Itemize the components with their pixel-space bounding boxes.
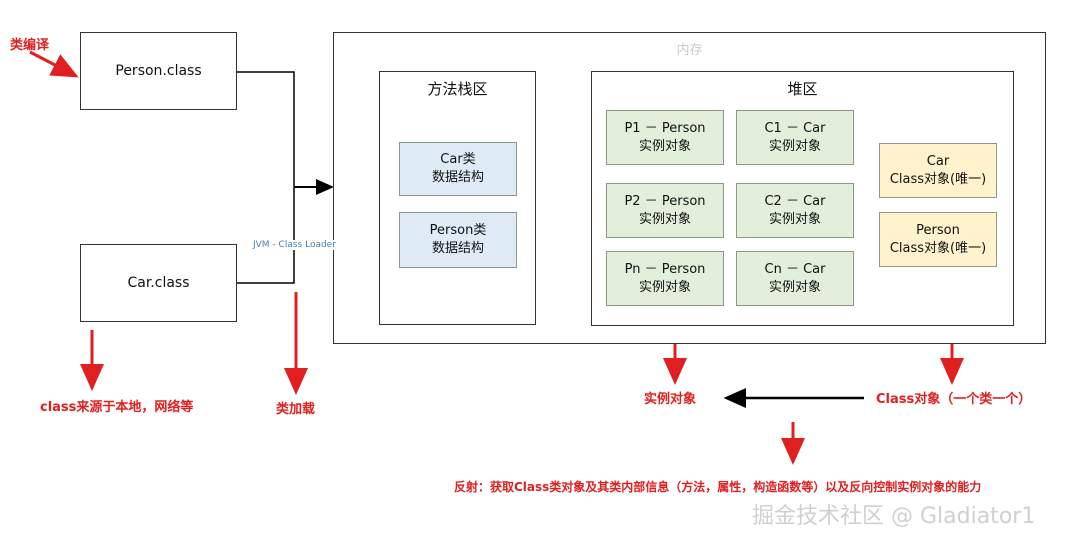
- instance-c2: C2 － Car 实例对象: [736, 183, 854, 238]
- car-class-object-name: Car: [926, 153, 950, 169]
- car-class-box: Car.class: [80, 244, 237, 322]
- instance-p1-type: 实例对象: [638, 138, 691, 154]
- watermark: 掘金技术社区 @ Gladiator1: [752, 504, 1036, 529]
- instance-p2-name: P2 － Person: [624, 193, 706, 209]
- instance-pn-type: 实例对象: [638, 279, 691, 295]
- method-area-box: 方法栈区: [379, 71, 536, 325]
- car-structure-line2: 数据结构: [431, 170, 484, 185]
- instance-object-label: 实例对象: [644, 392, 697, 407]
- car-class-label: Car.class: [127, 275, 190, 291]
- instance-p1: P1 － Person 实例对象: [606, 110, 724, 165]
- instance-p2: P2 － Person 实例对象: [606, 183, 724, 238]
- compile-arrow: [29, 50, 79, 78]
- person-structure-line1: Person类: [429, 223, 487, 238]
- car-class-object: Car Class对象(唯一): [879, 143, 997, 198]
- instance-cn: Cn － Car 实例对象: [736, 251, 854, 306]
- person-class-object-name: Person: [916, 222, 960, 238]
- person-class-connector: [236, 71, 295, 187]
- jvm-loader-label: JVM - Class Loader: [252, 240, 337, 250]
- person-class-structure: Person类 数据结构: [399, 212, 517, 268]
- car-class-structure: Car类 数据结构: [399, 142, 517, 196]
- instance-pn-name: Pn － Person: [624, 261, 706, 277]
- person-structure-line2: 数据结构: [431, 241, 484, 256]
- instance-cn-name: Cn － Car: [764, 261, 826, 277]
- instance-c2-name: C2 － Car: [764, 193, 826, 209]
- method-area-title: 方法栈区: [427, 80, 488, 98]
- car-class-connector: [236, 187, 295, 284]
- instance-c1-name: C1 － Car: [764, 120, 826, 136]
- reflection-label: 反射：获取Class类对象及其类内部信息（方法，属性，构造函数等）以及反向控制实…: [454, 480, 982, 494]
- heap-title: 堆区: [787, 80, 818, 98]
- source-label: class来源于本地，网络等: [40, 400, 194, 415]
- instance-c1: C1 － Car 实例对象: [736, 110, 854, 165]
- class-object-label: Class对象（一个类一个）: [876, 392, 1032, 407]
- instance-c1-type: 实例对象: [768, 138, 821, 154]
- instance-p2-type: 实例对象: [638, 211, 691, 227]
- instance-c2-type: 实例对象: [768, 211, 821, 227]
- instance-cn-type: 实例对象: [768, 279, 821, 295]
- person-class-box: Person.class: [80, 32, 237, 110]
- person-class-object-desc: Class对象(唯一): [889, 240, 987, 256]
- memory-label: 内存: [676, 43, 703, 58]
- person-class-object: Person Class对象(唯一): [879, 212, 997, 267]
- car-class-object-desc: Class对象(唯一): [889, 171, 987, 187]
- instance-pn: Pn － Person 实例对象: [606, 251, 724, 306]
- car-structure-line1: Car类: [440, 152, 476, 167]
- instance-p1-name: P1 － Person: [624, 120, 706, 136]
- compile-label: 类编译: [10, 38, 50, 53]
- loading-label: 类加载: [276, 402, 316, 417]
- person-class-label: Person.class: [115, 63, 202, 79]
